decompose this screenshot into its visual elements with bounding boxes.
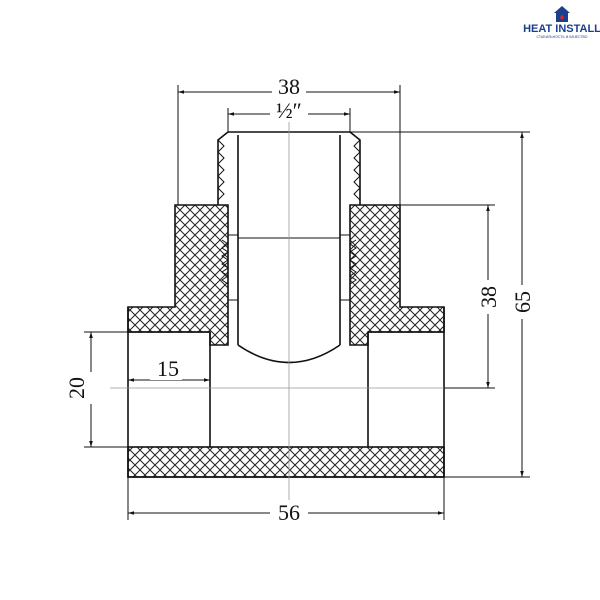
dim-total-length: 56 xyxy=(278,500,300,525)
dim-top-width: 38 xyxy=(278,74,300,99)
tee-body xyxy=(127,204,445,478)
brand-logo: HEAT INSTALL СТАБИЛЬНОСТЬ И КАЧЕСТВО xyxy=(523,6,600,39)
dim-thread-size: ½″ xyxy=(276,98,302,123)
house-icon xyxy=(554,6,570,22)
brand-tagline: СТАБИЛЬНОСТЬ И КАЧЕСТВО xyxy=(537,35,588,39)
dim-inner-depth: 15 xyxy=(157,356,179,381)
brand-name: HEAT INSTALL xyxy=(523,23,600,35)
dimension-labels: 38 ½″ 38 65 15 20 56 xyxy=(64,74,535,525)
dim-total-height: 65 xyxy=(510,291,535,313)
dim-side-height: 38 xyxy=(476,286,501,308)
dim-inlet-diameter: 20 xyxy=(64,377,89,399)
dimension-lines xyxy=(84,85,530,520)
center-lines xyxy=(110,110,470,500)
